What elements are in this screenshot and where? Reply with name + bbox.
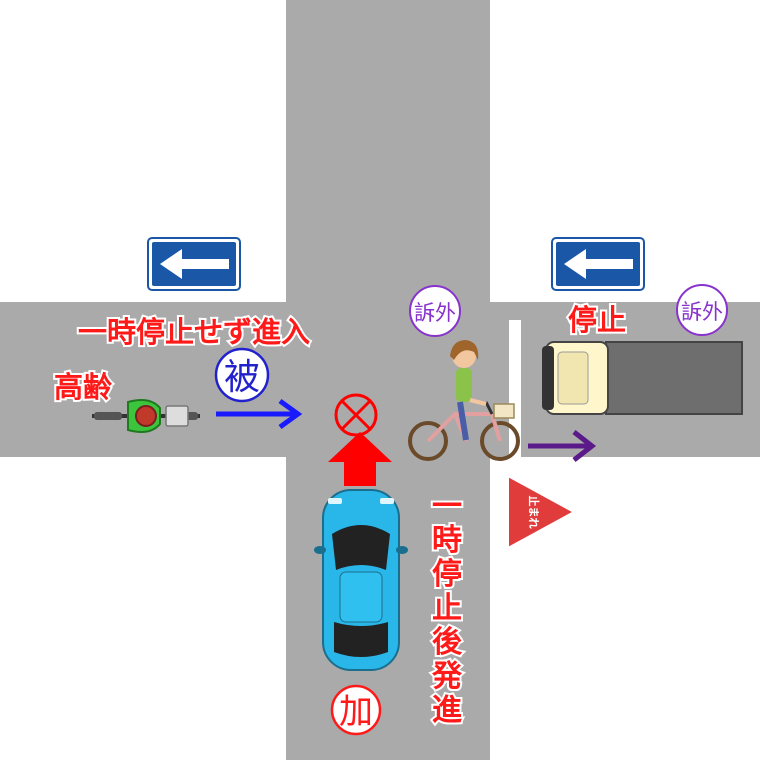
outside-stamp-right-text: 訴外: [681, 300, 723, 324]
stop-then-go-char: 発: [431, 659, 463, 694]
assailant-stamp-text: 加: [339, 692, 373, 732]
stop-then-go-char: 一: [432, 489, 462, 524]
one-way-sign-left: [147, 237, 241, 291]
crossed-circle-icon: [334, 393, 378, 437]
stop-then-go-char: 止: [432, 591, 462, 626]
victim-stamp: 被: [214, 347, 270, 403]
one-way-sign-right: [551, 237, 645, 291]
stop-then-go-char: 後: [432, 625, 463, 660]
stopped-label: 停止: [568, 303, 626, 337]
left-arrow-icon: [160, 249, 229, 279]
left-arrow-icon: [564, 249, 633, 279]
outside-party-stamp-right: 訴外: [676, 284, 728, 336]
stop-then-go-char: 時: [432, 523, 462, 558]
no-stop-entry-label: 一時停止せず進入: [78, 315, 310, 349]
victim-stamp-text: 被: [224, 357, 260, 398]
stop-then-go-char: 停: [432, 557, 462, 592]
stop-then-go-label: 一 時 停 止 後 発 進: [429, 487, 465, 730]
outside-truck: [542, 341, 743, 415]
assailant-stamp: 加: [330, 684, 382, 736]
elderly-label: 高齢: [54, 370, 113, 404]
victim-direction-arrow: [216, 398, 303, 430]
assailant-car: [314, 489, 408, 671]
assailant-direction-arrow: [328, 432, 392, 486]
outside-party-stamp-left: 訴外: [409, 285, 461, 337]
stop-then-go-char: 進: [432, 693, 462, 728]
girl-cyclist: [408, 340, 520, 461]
outside-party-direction-arrow: [528, 430, 597, 462]
stop-sign-text: 止まれ: [527, 496, 541, 529]
outside-stamp-left-text: 訴外: [414, 301, 456, 325]
elderly-cyclist: [92, 399, 200, 433]
triangle-stop-sign-icon: 止まれ: [507, 474, 577, 550]
